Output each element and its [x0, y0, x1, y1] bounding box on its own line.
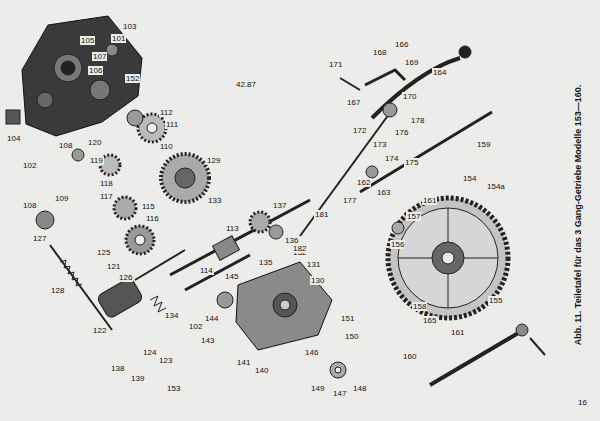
- callout-number: 158: [412, 302, 427, 311]
- callout-number: 145: [224, 272, 239, 281]
- callout-number: 171: [328, 60, 343, 69]
- callout-number: 135: [258, 258, 273, 267]
- callout-number: 153: [166, 384, 181, 393]
- callout-number: 149: [310, 384, 325, 393]
- callout-number: 161: [450, 328, 465, 337]
- callout-number: 168: [372, 48, 387, 57]
- callout-number: 133: [207, 196, 222, 205]
- callout-number: 125: [96, 248, 111, 257]
- callout-number: 139: [130, 374, 145, 383]
- callout-number: 104: [6, 134, 21, 143]
- callout-number: 174: [384, 154, 399, 163]
- callout-number: 121: [106, 262, 121, 271]
- callout-number: 140: [254, 366, 269, 375]
- callout-number: 108: [22, 201, 37, 210]
- callout-number: 130: [310, 276, 325, 285]
- callout-number: 128: [50, 286, 65, 295]
- callout-number: 112: [159, 108, 174, 117]
- callout-number: 177: [342, 196, 357, 205]
- callout-number: 159: [476, 140, 491, 149]
- callout-number: 157: [406, 212, 421, 221]
- callout-number: 150: [344, 332, 359, 341]
- figure-caption: Abb. 11. Teiletafel für das 3 Gang-Getri…: [573, 83, 583, 347]
- callout-number: 141: [236, 358, 251, 367]
- callout-number: 129: [206, 156, 221, 165]
- callout-number: 122: [92, 326, 107, 335]
- callout-number: 170: [402, 92, 417, 101]
- callout-number: 144: [204, 314, 219, 323]
- callout-number: 148: [352, 384, 367, 393]
- callout-number: 118: [99, 179, 114, 188]
- stamp: 42.87: [235, 80, 257, 89]
- callout-number: 182: [292, 244, 307, 253]
- callout-number: 169: [404, 58, 419, 67]
- callout-number: 143: [200, 336, 215, 345]
- callout-number: 137: [272, 201, 287, 210]
- callout-number: 176: [394, 128, 409, 137]
- callout-number: 163: [376, 188, 391, 197]
- callout-number: 165: [422, 316, 437, 325]
- callout-number: 134: [164, 311, 179, 320]
- callout-number: 102: [22, 161, 37, 170]
- callout-number: 164: [432, 68, 447, 77]
- callout-number: 181: [314, 210, 329, 219]
- callout-number: 103: [122, 22, 137, 31]
- callout-number: 173: [372, 140, 387, 149]
- callout-number: 131: [306, 260, 321, 269]
- callout-number: 160: [402, 352, 417, 361]
- callout-number: 101: [111, 34, 126, 43]
- callout-number: 102: [188, 322, 203, 331]
- callout-number: 110: [159, 142, 174, 151]
- callout-number: 117: [99, 192, 114, 201]
- callout-number: 111: [165, 120, 179, 129]
- page-number: 16: [577, 398, 588, 407]
- callout-number: 178: [410, 116, 425, 125]
- callout-number: 154: [462, 174, 477, 183]
- callout-number: 107: [92, 52, 107, 61]
- callout-number: 108: [58, 141, 73, 150]
- callout-number: 106: [88, 66, 103, 75]
- callout-number: 138: [110, 364, 125, 373]
- callout-number: 127: [32, 234, 47, 243]
- callout-number: 124: [142, 348, 157, 357]
- callout-number: 147: [332, 389, 347, 398]
- callout-number: 151: [340, 314, 355, 323]
- callout-number: 161: [422, 196, 437, 205]
- callout-number: 105: [80, 36, 95, 45]
- callout-number: 116: [145, 214, 160, 223]
- callout-number: 109: [54, 194, 69, 203]
- callout-number: 154a: [486, 182, 506, 191]
- callout-number: 126: [118, 273, 133, 282]
- callout-number: 119: [89, 156, 104, 165]
- callout-number: 120: [87, 138, 102, 147]
- callout-number: 152: [125, 74, 140, 83]
- callout-number: 115: [141, 202, 156, 211]
- callout-number: 175: [404, 158, 419, 167]
- callout-number: 155: [488, 296, 503, 305]
- callout-number: 162: [356, 178, 371, 187]
- callout-number: 114: [199, 266, 214, 275]
- callout-number: 172: [352, 126, 367, 135]
- callout-number: 166: [394, 40, 409, 49]
- callout-number: 123: [158, 356, 173, 365]
- callout-number: 167: [346, 98, 361, 107]
- callout-number: 156: [390, 240, 405, 249]
- callout-number: 146: [304, 348, 319, 357]
- callout-number: 113: [225, 224, 240, 233]
